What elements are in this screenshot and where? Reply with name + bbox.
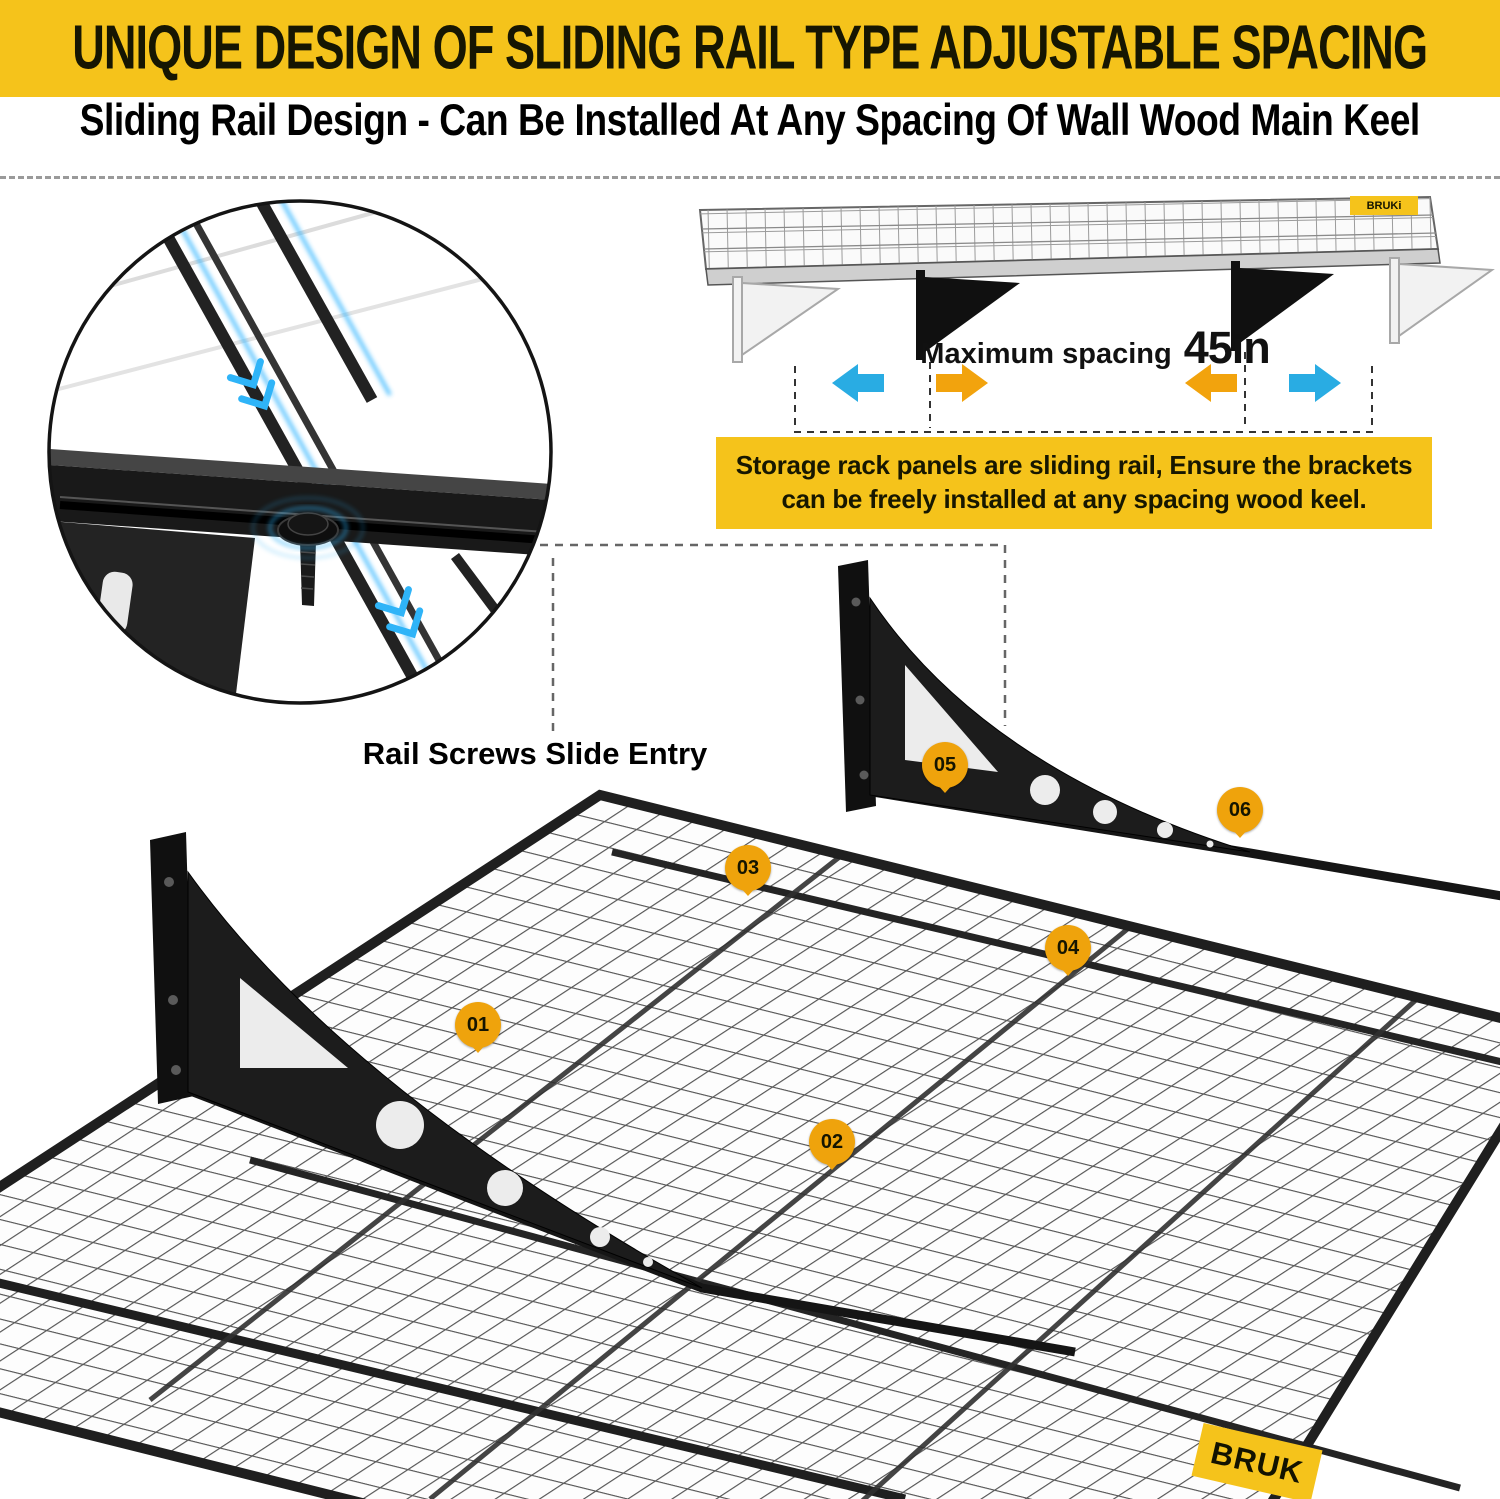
measurement-dashes [794,352,1373,433]
screw-pin-04: 04 [1045,925,1091,971]
banner-text: UNIQUE DESIGN OF SLIDING RAIL TYPE ADJUS… [72,14,1429,83]
spacing-label: Maximum spacing [920,338,1172,370]
channel-rail [0,1278,907,1499]
channel-rail [249,1156,1461,1492]
dashed-divider [0,176,1500,179]
screw-pin-06: 06 [1217,787,1263,833]
spacing-value: 45in [1183,322,1271,373]
glow-rail [165,202,437,686]
pin-number: 02 [820,1130,844,1153]
wall-bracket-left [150,832,703,1289]
slide-chevron-icon [226,358,276,411]
callout-line-2: can be freely installed at any spacing w… [781,484,1367,514]
callout-line-1: Storage rack panels are sliding rail, En… [735,450,1413,481]
pin-number: 05 [933,753,957,776]
slide-chevron-icon [374,586,424,639]
slide-arrow-right-cyan-icon [1289,364,1341,402]
screw-pin-05: 05 [922,742,968,788]
rail-screw-bolt [251,496,365,606]
screw-pin-02: 02 [809,1119,855,1165]
slide-arrow-left-orange-icon [1185,364,1237,402]
pin-number: 03 [736,856,760,879]
rail-screws-label: Rail Screws Slide Entry [362,736,708,771]
rail-detail-zoom [47,199,553,705]
slide-arrow-left-cyan-icon [832,364,884,402]
callout-box: Storage rack panels are sliding rail, En… [716,437,1432,529]
mini-rack-diagram [698,195,1495,433]
pin-number: 06 [1228,798,1252,821]
wall-bracket-right [838,560,1251,853]
max-spacing-label: Maximum spacing 45in [920,322,1270,374]
deck-frame [0,789,1500,1499]
pin-number: 04 [1056,936,1080,959]
rack-panel-deck [0,789,1500,1499]
title-banner: UNIQUE DESIGN OF SLIDING RAIL TYPE ADJUS… [0,0,1500,97]
brand-tag: BRUKi [1350,196,1418,215]
slide-arrow-right-orange-icon [936,364,988,402]
leader-lines [540,543,1007,734]
subtitle-text: Sliding Rail Design - Can Be Installed A… [79,96,1421,146]
ghost-bracket [732,257,1495,363]
movable-bracket [916,261,1334,360]
screw-pin-03: 03 [725,845,771,891]
screw-pin-01: 01 [455,1002,501,1048]
subtitle: Sliding Rail Design - Can Be Installed A… [0,96,1500,146]
pin-number: 01 [466,1013,490,1036]
